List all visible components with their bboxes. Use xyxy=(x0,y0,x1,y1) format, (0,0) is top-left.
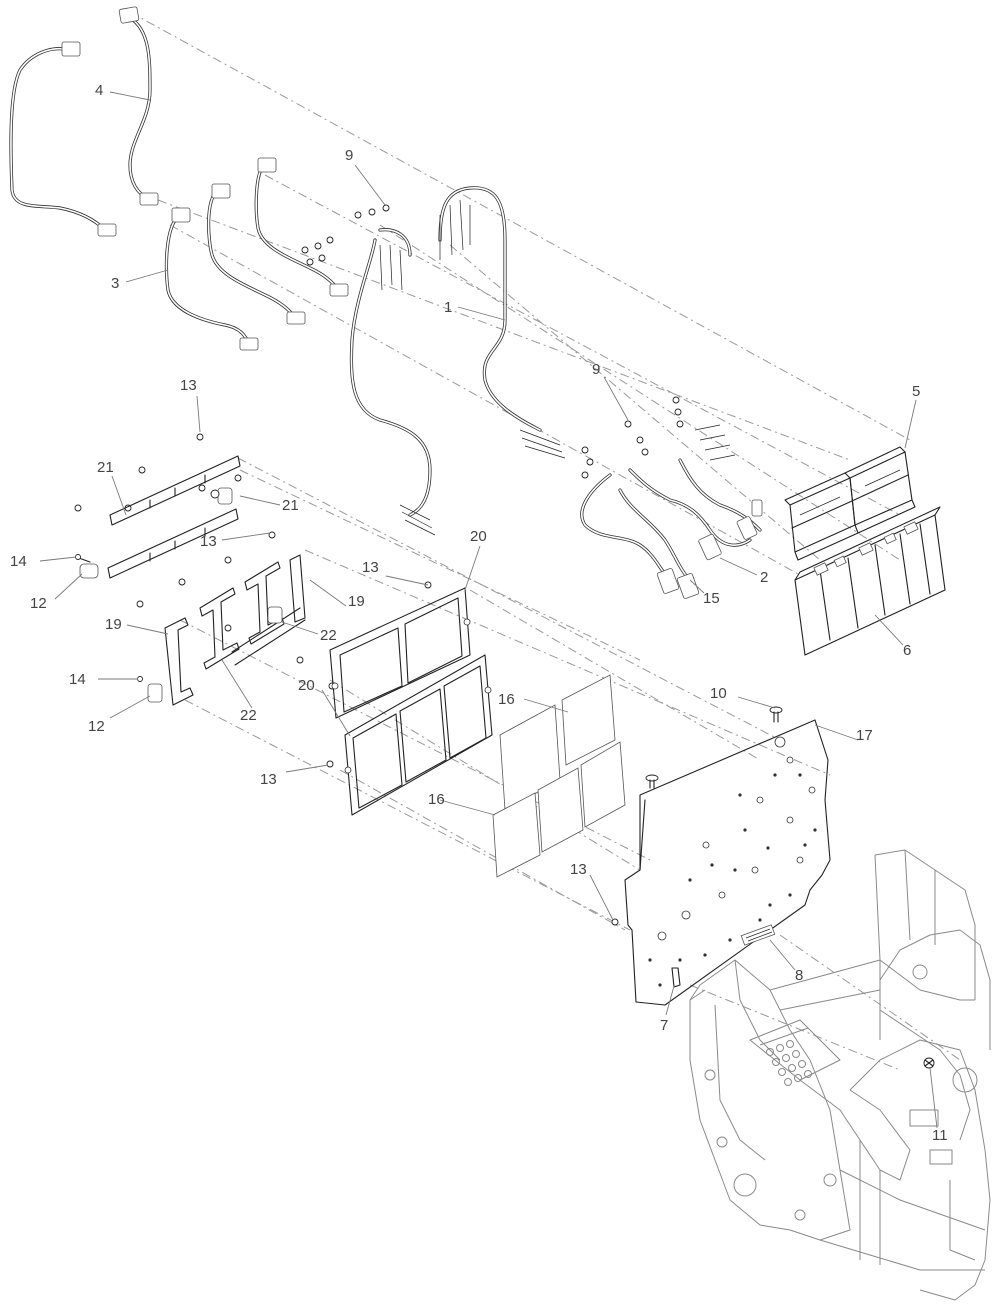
callout-13: 13 xyxy=(180,377,197,394)
callout-17: 17 xyxy=(856,727,873,744)
frame-18 xyxy=(344,654,493,816)
strip-21 xyxy=(107,455,241,579)
wire-harness-1 xyxy=(349,186,566,536)
wire-harness-4 xyxy=(9,6,159,237)
callout-4: 4 xyxy=(95,82,103,99)
callout-16: 16 xyxy=(498,691,515,708)
machine-frame xyxy=(689,849,991,1301)
module-rack-6 xyxy=(794,506,946,656)
assembly-dash-lines xyxy=(129,11,961,1071)
callout-2: 2 xyxy=(760,569,768,586)
callout-9: 9 xyxy=(592,361,600,378)
callout-1: 1 xyxy=(444,299,452,316)
bracket-19-right xyxy=(231,554,306,666)
callout-21: 21 xyxy=(282,497,299,514)
callout-6: 6 xyxy=(903,642,911,659)
callout-11: 11 xyxy=(932,1127,948,1144)
callout-22: 22 xyxy=(320,627,337,644)
callout-13: 13 xyxy=(200,533,217,550)
callout-12: 12 xyxy=(88,718,105,735)
bracket-19-left xyxy=(164,617,194,706)
fastener-11 xyxy=(923,1057,935,1069)
callout-9: 9 xyxy=(345,147,353,164)
keypad-grid xyxy=(766,1040,812,1086)
callout-13: 13 xyxy=(570,861,587,878)
box-5 xyxy=(784,446,916,561)
frame-20 xyxy=(329,587,471,719)
callout-labels: 4 3 1 9 9 5 6 2 15 13 21 21 13 14 12 19 … xyxy=(10,82,948,1144)
panel-17 xyxy=(624,706,831,1006)
clip-12-upper xyxy=(75,554,99,579)
callout-18: 20 xyxy=(298,677,315,694)
callout-14: 14 xyxy=(69,671,86,688)
bracket-22-upper xyxy=(199,561,285,670)
bolts-scattered xyxy=(74,204,684,926)
wire-harness-3 xyxy=(164,157,349,351)
callout-13: 13 xyxy=(260,771,277,788)
callout-13: 13 xyxy=(362,559,379,576)
callout-15: 15 xyxy=(703,590,720,607)
clip-12-lower xyxy=(137,676,163,703)
callout-5: 5 xyxy=(912,383,920,400)
callout-19: 19 xyxy=(348,593,365,610)
leader-lines xyxy=(39,91,938,1129)
callout-19: 19 xyxy=(105,616,122,633)
callout-12: 12 xyxy=(30,595,47,612)
callout-20: 20 xyxy=(470,528,487,545)
callout-7: 7 xyxy=(660,1017,668,1034)
pads-16 xyxy=(492,674,626,878)
callout-3: 3 xyxy=(111,275,119,292)
wire-harness-2 xyxy=(580,424,763,599)
callout-22: 22 xyxy=(240,707,257,724)
callout-16: 16 xyxy=(428,791,445,808)
callout-21: 21 xyxy=(97,459,114,476)
callout-14: 14 xyxy=(10,553,27,570)
callout-8: 8 xyxy=(795,967,803,984)
callout-10: 10 xyxy=(710,685,727,702)
